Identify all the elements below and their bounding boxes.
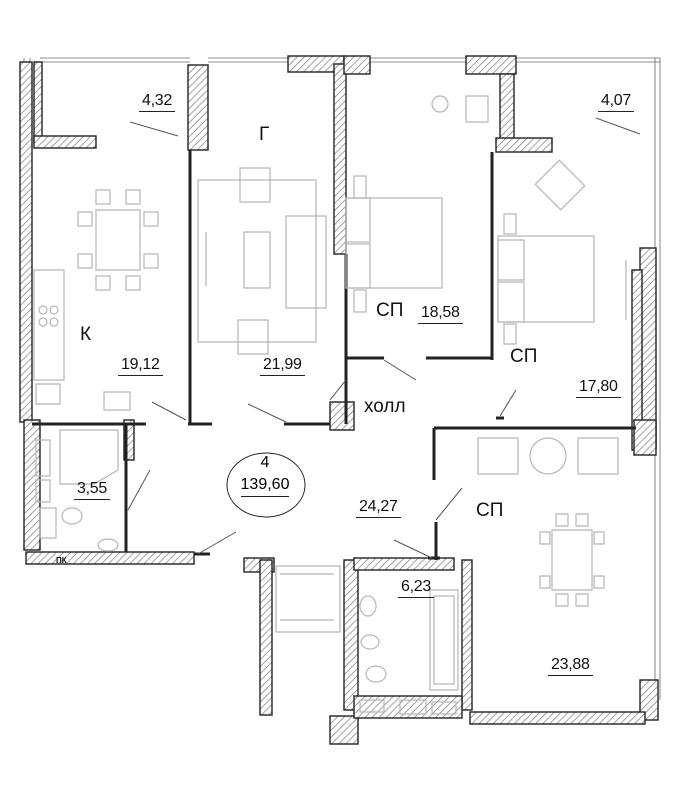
area-balcony-left: 4,32 (139, 92, 175, 112)
apartment-rooms-count: 4 (260, 454, 270, 471)
furniture (33, 95, 627, 715)
utility-label: ПК (56, 556, 67, 565)
apartment-summary-circle (226, 452, 306, 518)
room-code-bedroom-1: СП (376, 300, 404, 321)
area-bathroom-large: 6,23 (398, 578, 434, 598)
room-code-bedroom-2: СП (510, 346, 538, 367)
area-bedroom-2: 17,80 (576, 378, 621, 398)
room-code-hall: холл (364, 396, 406, 417)
area-bathroom-small: 3,55 (74, 480, 110, 500)
room-code-living: Г (259, 124, 270, 145)
area-hall: 24,27 (356, 498, 401, 518)
hatched-walls (19, 55, 659, 745)
room-code-bedroom-3: СП (476, 500, 504, 521)
apartment-summary: 4 139,60 (227, 452, 303, 518)
area-bedroom-1: 18,58 (418, 304, 463, 324)
area-balcony-right: 4,07 (598, 92, 634, 112)
area-bedroom-3: 23,88 (548, 656, 593, 676)
apartment-total-area: 139,60 (240, 474, 290, 497)
room-code-kitchen: К (80, 324, 92, 345)
area-living: 21,99 (260, 356, 305, 376)
area-kitchen: 19,12 (118, 356, 163, 376)
door-swings (127, 117, 641, 559)
